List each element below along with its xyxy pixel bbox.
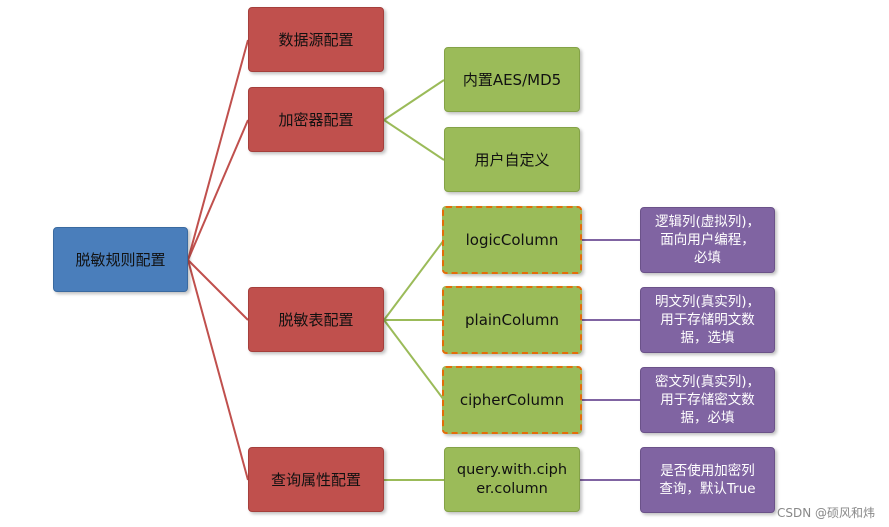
link-root-query: [187, 259, 249, 481]
leaf-cipher-label: cipherColumn: [459, 391, 565, 409]
link-table-cipher: [383, 319, 445, 401]
branch-datasource: 数据源配置: [248, 7, 384, 72]
link-encryptor-builtin: [383, 79, 445, 121]
root-label: 脱敏规则配置: [75, 251, 166, 269]
branch-query: 查询属性配置: [248, 447, 384, 512]
watermark: CSDN @硕风和炜: [776, 506, 875, 520]
desc-logic-column: 逻辑列(虚拟列)， 面向用户编程， 必填: [640, 207, 775, 273]
leaf-cipher-column: cipherColumn: [442, 366, 582, 434]
desc-logic-text: 逻辑列(虚拟列)， 面向用户编程， 必填: [654, 214, 761, 266]
leaf-query-label: query.with.ciph er.column: [456, 461, 568, 497]
branch-query-label: 查询属性配置: [270, 471, 361, 489]
leaf-builtin: 内置AES/MD5: [444, 47, 580, 112]
link-root-datasource: [187, 39, 249, 261]
root-node: 脱敏规则配置: [53, 227, 188, 292]
branch-table-label: 脱敏表配置: [278, 311, 354, 329]
leaf-custom: 用户自定义: [444, 127, 580, 192]
branch-datasource-label: 数据源配置: [278, 31, 354, 49]
branch-encryptor-label: 加密器配置: [278, 111, 354, 129]
leaf-plain-label: plainColumn: [465, 311, 559, 329]
link-table-logic: [383, 239, 445, 321]
leaf-query-property: query.with.ciph er.column: [444, 447, 580, 512]
leaf-custom-label: 用户自定义: [474, 151, 550, 169]
branch-encryptor: 加密器配置: [248, 87, 384, 152]
link-encryptor-custom: [383, 119, 445, 161]
leaf-builtin-label: 内置AES/MD5: [462, 71, 562, 89]
branch-table: 脱敏表配置: [248, 287, 384, 352]
leaf-logic-column: logicColumn: [442, 206, 582, 274]
desc-cipher-column: 密文列(真实列)， 用于存储密文数 据，必填: [640, 367, 775, 433]
leaf-plain-column: plainColumn: [442, 286, 582, 354]
leaf-logic-label: logicColumn: [465, 231, 559, 249]
link-root-table: [187, 259, 249, 321]
link-root-encryptor: [187, 119, 249, 261]
desc-query-property: 是否使用加密列 查询，默认True: [640, 447, 775, 513]
desc-query-text: 是否使用加密列 查询，默认True: [659, 463, 756, 497]
desc-cipher-text: 密文列(真实列)， 用于存储密文数 据，必填: [654, 374, 761, 426]
desc-plain-column: 明文列(真实列)， 用于存储明文数 据，选填: [640, 287, 775, 353]
desc-plain-text: 明文列(真实列)， 用于存储明文数 据，选填: [654, 294, 761, 346]
